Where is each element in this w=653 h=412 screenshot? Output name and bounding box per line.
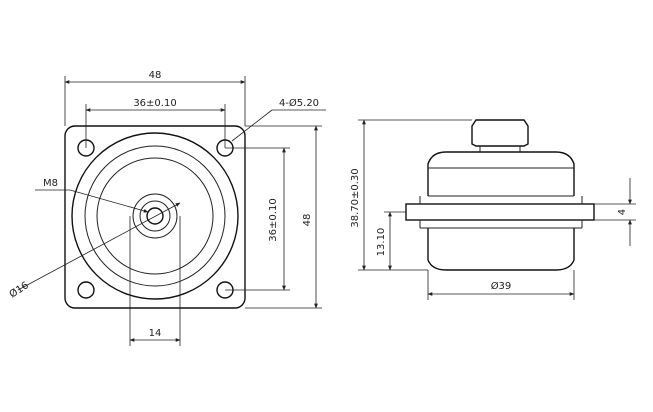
lower-body-profile <box>427 228 575 271</box>
dim-overall-width: 48 <box>149 70 162 81</box>
dim-body-diameter: Ø39 <box>491 280 512 292</box>
stud-outer-circle <box>132 193 178 239</box>
side-view: 38.70±0.30 13.10 4 Ø39 <box>350 119 636 300</box>
leader-outer-diameter <box>17 202 181 291</box>
rubber-middle-circle <box>84 145 226 287</box>
rubber-inner-circle <box>96 157 214 275</box>
mounting-hole-bottom-left <box>77 281 95 299</box>
dim-stud-width: 14 <box>149 328 162 339</box>
dim-hole-spacing-horizontal: 36±0.10 <box>133 98 176 109</box>
dim-hole-spacing-vertical: 36±0.10 <box>268 198 279 241</box>
stud-middle-circle <box>139 200 171 232</box>
dim-side-overall-height: 38.70±0.30 <box>350 168 361 227</box>
rubber-outer-circle <box>71 132 239 300</box>
dim-flange-height: 13.10 <box>376 228 387 257</box>
front-view: 48 36±0.10 4-Ø5.20 M8 Ø16 36±0.10 48 14 <box>7 70 326 346</box>
upper-body-profile <box>427 151 575 196</box>
leader-hole-callout <box>231 109 273 142</box>
thread-label: M8 <box>43 178 58 189</box>
hole-callout: 4-Ø5.20 <box>279 97 319 109</box>
flange-profile <box>405 203 595 221</box>
stud-thread-circle <box>146 207 164 225</box>
stud-profile <box>471 119 529 147</box>
outer-diameter-label: Ø16 <box>7 279 31 300</box>
mount-flange-outline <box>64 125 246 309</box>
dim-overall-height: 48 <box>302 214 313 227</box>
dim-flange-thickness: 4 <box>617 209 628 215</box>
